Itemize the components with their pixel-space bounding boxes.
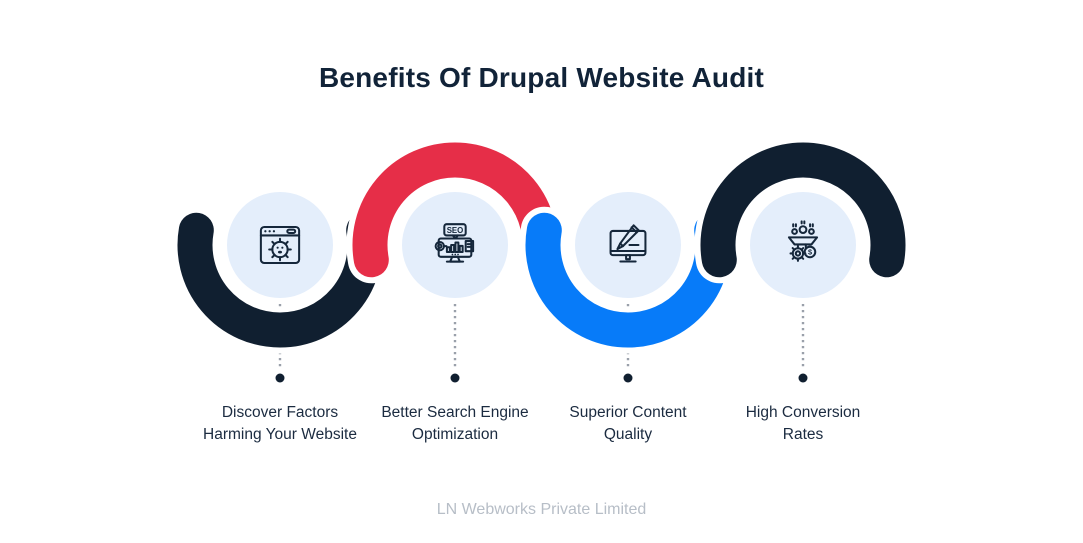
- item-label-2-line1: Better Search Engine: [381, 404, 529, 421]
- seo-icon-text: SEO: [447, 226, 464, 235]
- icon-circle-4: $: [750, 192, 856, 298]
- wave-arc-4-dark: [700, 142, 906, 278]
- conversion-funnel-icon: $: [787, 220, 819, 262]
- item-label-4-line2: Rates: [782, 426, 824, 443]
- icon-circle-1: [227, 192, 333, 298]
- item-label-2-line2: Optimization: [411, 426, 499, 443]
- seo-monitor-icon: SEO: [434, 223, 475, 263]
- monitor-pencil-icon: [609, 224, 647, 263]
- footer-brand-text: LN Webworks Private Limited: [436, 501, 647, 518]
- item-label-3-line2: Quality: [603, 426, 653, 443]
- connector-dot-2: [450, 373, 460, 383]
- item-label-1: Discover Factors Harming Your Website: [165, 402, 395, 446]
- connector-dot-3: [623, 373, 633, 383]
- browser-malware-icon: [259, 225, 301, 265]
- item-label-3-line1: Superior Content: [569, 404, 687, 421]
- item-label-1-line2: Harming Your Website: [203, 426, 357, 443]
- item-label-4-line1: High Conversion: [745, 404, 861, 421]
- icon-circle-3: [575, 192, 681, 298]
- page-title: Benefits Of Drupal Website Audit: [318, 62, 765, 93]
- item-label-1-line1: Discover Factors: [221, 404, 339, 421]
- item-label-2: Better Search Engine Optimization: [340, 402, 570, 446]
- icon-circle-2: SEO: [402, 192, 508, 298]
- dollar-icon-text: $: [808, 248, 812, 257]
- connector-dot-4: [798, 373, 808, 383]
- connector-dot-1: [275, 373, 285, 383]
- item-label-4: High Conversion Rates: [688, 402, 918, 446]
- item-label-3: Superior Content Quality: [513, 402, 743, 446]
